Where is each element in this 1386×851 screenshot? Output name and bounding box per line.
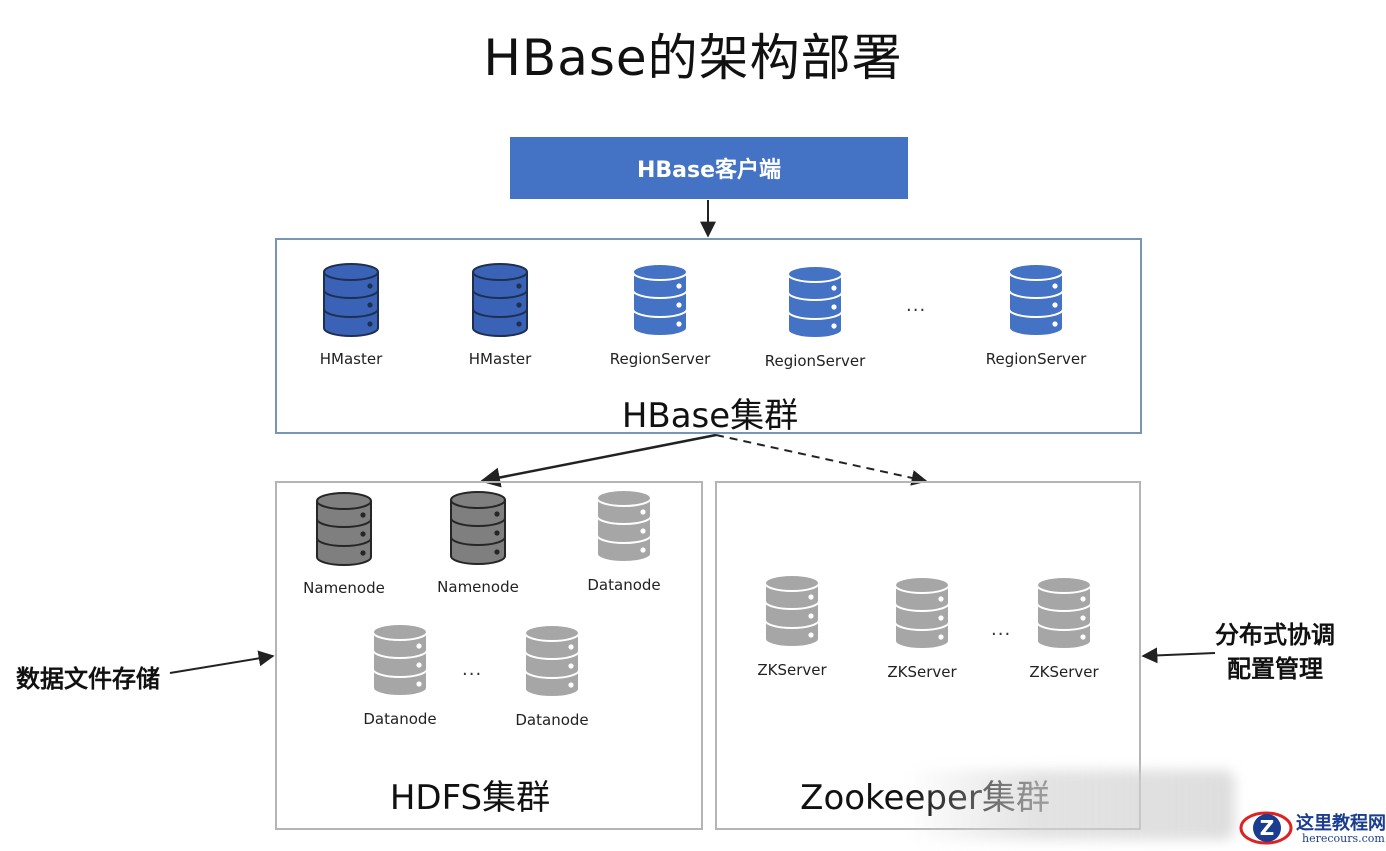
page-title: HBase的架构部署 bbox=[483, 29, 903, 87]
database-icon bbox=[1036, 576, 1092, 650]
datanode-node-1: Datanode bbox=[544, 488, 704, 594]
node-label: Namenode bbox=[437, 578, 519, 596]
watermark-site-name: 这里教程网 bbox=[1296, 813, 1386, 834]
svg-text:Z: Z bbox=[1260, 816, 1275, 840]
node-label: Datanode bbox=[515, 711, 589, 729]
node-label: Namenode bbox=[303, 579, 385, 597]
database-icon bbox=[524, 624, 580, 698]
hbase-ellipsis: ... bbox=[906, 295, 927, 316]
node-label: Datanode bbox=[363, 710, 437, 728]
coordination-caption: 分布式协调 配置管理 bbox=[1215, 618, 1335, 686]
hbase-cluster-panel bbox=[275, 238, 1142, 434]
storage-caption-arrow bbox=[169, 650, 275, 674]
watermark-smudge bbox=[905, 770, 1235, 840]
data-storage-caption: 数据文件存储 bbox=[16, 665, 160, 693]
database-icon bbox=[316, 492, 372, 566]
node-label: RegionServer bbox=[985, 350, 1087, 368]
regionserver-node-1: RegionServer bbox=[580, 262, 740, 368]
watermark-domain: herecours.com bbox=[1302, 832, 1385, 845]
hdfs-ellipsis: ... bbox=[462, 659, 483, 680]
database-icon bbox=[894, 576, 950, 650]
zkserver-node-1: ZKServer bbox=[712, 573, 872, 679]
datanode-node-3: Datanode bbox=[472, 623, 632, 729]
zkserver-node-3: ZKServer bbox=[984, 575, 1144, 681]
database-icon bbox=[764, 574, 820, 648]
regionserver-node-2: RegionServer bbox=[735, 264, 895, 370]
coordination-caption-line-1: 分布式协调 bbox=[1215, 621, 1335, 649]
node-label: Datanode bbox=[587, 576, 661, 594]
hbase-cluster-label: HBase集群 bbox=[621, 396, 799, 436]
database-icon bbox=[450, 491, 506, 565]
database-icon bbox=[372, 623, 428, 697]
watermark-logo-icon: Z bbox=[1239, 811, 1293, 845]
database-icon bbox=[323, 263, 379, 337]
node-label: ZKServer bbox=[887, 663, 957, 681]
namenode-node-2: Namenode bbox=[398, 490, 558, 596]
hbase-to-hdfs-arrow bbox=[480, 433, 717, 488]
database-icon bbox=[632, 263, 688, 337]
hmaster-node-2: HMaster bbox=[420, 262, 580, 368]
node-label: ZKServer bbox=[757, 661, 827, 679]
hmaster-node-1: HMaster bbox=[271, 262, 431, 368]
regionserver-node-3: RegionServer bbox=[956, 262, 1116, 368]
node-label: HMaster bbox=[319, 350, 383, 368]
node-label: HMaster bbox=[468, 350, 532, 368]
zkserver-node-2: ZKServer bbox=[842, 575, 1002, 681]
namenode-node-1: Namenode bbox=[264, 491, 424, 597]
hbase-to-zookeeper-arrow bbox=[715, 434, 928, 486]
hdfs-cluster-label: HDFS集群 bbox=[389, 778, 551, 818]
coordination-caption-line-2: 配置管理 bbox=[1227, 655, 1323, 683]
database-icon bbox=[472, 263, 528, 337]
hdfs-cluster-panel bbox=[275, 481, 703, 830]
node-label: RegionServer bbox=[764, 352, 866, 370]
node-label: ZKServer bbox=[1029, 663, 1099, 681]
database-icon bbox=[1008, 263, 1064, 337]
hbase-client-box: HBase客户端 bbox=[510, 137, 908, 199]
zookeeper-ellipsis: ... bbox=[991, 619, 1012, 640]
node-label: RegionServer bbox=[609, 350, 711, 368]
datanode-node-2: Datanode bbox=[320, 622, 480, 728]
database-icon bbox=[596, 489, 652, 563]
coordination-caption-arrow bbox=[1141, 647, 1216, 664]
database-icon bbox=[787, 265, 843, 339]
hbase-client-label: HBase客户端 bbox=[636, 158, 782, 183]
